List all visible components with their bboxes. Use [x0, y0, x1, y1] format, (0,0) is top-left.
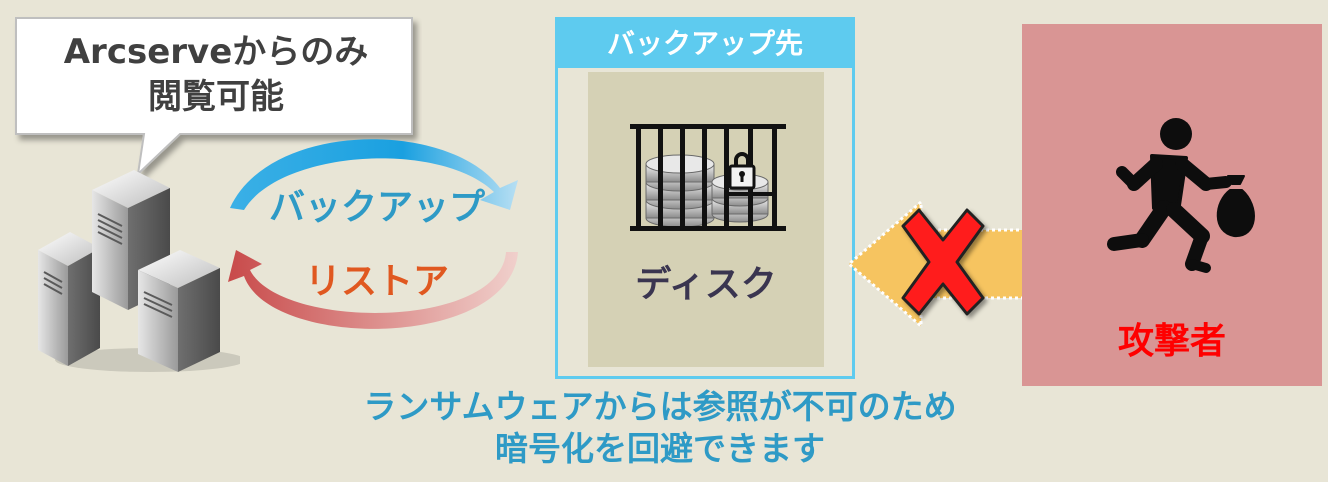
backup-arrow	[230, 139, 518, 210]
restore-label: リストア	[304, 261, 449, 302]
disk-panel: ディスク	[588, 72, 824, 367]
caption-line-2: 暗号化を回避できます	[495, 429, 825, 468]
caption-line-1: ランサムウェアからは参照が不可のため	[363, 387, 957, 426]
bubble-line-2: 閲覧可能	[148, 77, 284, 117]
backup-destination-box: バックアップ先	[555, 17, 855, 379]
speech-bubble	[15, 17, 413, 177]
caption: ランサムウェアからは参照が不可のため 暗号化を回避できます	[300, 386, 1020, 470]
backup-label: バックアップ	[268, 187, 485, 228]
running-thief-icon	[1107, 118, 1255, 273]
caged-disk-icon	[630, 124, 786, 231]
blocked-cross-icon	[901, 208, 985, 316]
blocked-access-arrow	[846, 200, 1039, 330]
restore-arrow	[228, 250, 518, 329]
destination-header: バックアップ先	[558, 20, 852, 68]
backup-restore-arrows	[228, 139, 518, 329]
server-stack-icon	[38, 170, 240, 372]
bubble-line-1: Arcserveからのみ	[63, 32, 369, 72]
disk-label: ディスク	[635, 264, 777, 305]
bubble-text: Arcserveからのみ 閲覧可能	[18, 30, 414, 120]
attacker-label: 攻撃者	[1117, 321, 1226, 362]
attacker-box: 攻撃者	[1022, 24, 1322, 386]
